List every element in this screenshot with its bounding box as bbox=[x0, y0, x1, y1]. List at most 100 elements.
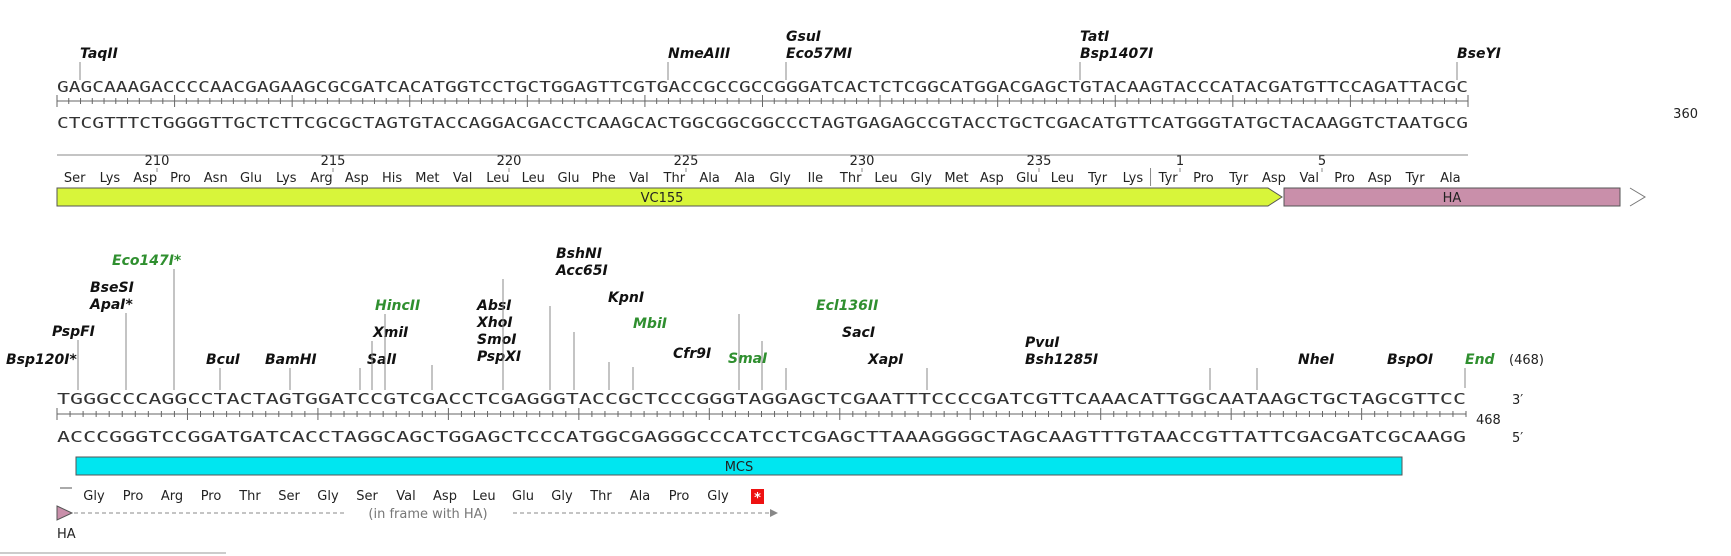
amino-acid: Thr bbox=[589, 489, 612, 504]
amino-acid: Gly bbox=[551, 489, 573, 504]
feature-mcs-label: MCS bbox=[725, 460, 754, 475]
amino-acid: Val bbox=[629, 171, 648, 186]
feature-vc155-arrow[interactable] bbox=[56, 187, 1283, 207]
amino-acid: Ser bbox=[64, 171, 86, 186]
amino-acid: Leu bbox=[874, 171, 897, 186]
enzyme-label[interactable]: BseSI bbox=[90, 280, 134, 296]
stop-codon-symbol: * bbox=[754, 491, 761, 506]
amino-acid: Pro bbox=[123, 489, 144, 504]
enzyme-label[interactable]: SacI bbox=[842, 325, 875, 341]
enzyme-label[interactable]: XapI bbox=[867, 352, 903, 368]
amino-acid: Asp bbox=[133, 171, 157, 186]
enzyme-label[interactable]: Eco147I* bbox=[112, 253, 182, 269]
amino-acid: Asp bbox=[433, 489, 457, 504]
amino-acid: Ile bbox=[808, 171, 823, 186]
enzyme-label[interactable]: NheI bbox=[1298, 352, 1334, 368]
enzyme-label[interactable]: SmoI bbox=[477, 332, 517, 348]
feature-ha-label: HA bbox=[1443, 191, 1462, 206]
aa-number: 215 bbox=[321, 154, 346, 169]
enzyme-label[interactable]: PvuI bbox=[1025, 335, 1060, 351]
enzyme-label[interactable]: NmeAIII bbox=[668, 46, 730, 62]
amino-acid: Arg bbox=[161, 489, 183, 504]
amino-acid: Lys bbox=[100, 171, 121, 186]
enzyme-label[interactable]: KpnI bbox=[608, 290, 644, 306]
amino-acid: Arg bbox=[310, 171, 332, 186]
amino-acid: Ser bbox=[356, 489, 378, 504]
enzyme-label[interactable]: TaqII bbox=[80, 46, 118, 62]
enzyme-label[interactable]: PspFI bbox=[52, 324, 95, 340]
enzyme-label[interactable]: BshNI bbox=[556, 246, 602, 262]
enzyme-label[interactable]: BseYI bbox=[1457, 46, 1501, 62]
aa-number: 220 bbox=[497, 154, 522, 169]
amino-acid: Leu bbox=[472, 489, 495, 504]
feature-vc155-label: VC155 bbox=[641, 191, 684, 206]
enzyme-label[interactable]: Eco57MI bbox=[786, 46, 852, 62]
amino-acid: Val bbox=[453, 171, 472, 186]
block2-bottom-strand: ACCCGGGTCCGGATGATCACCTAGGCAGCTGGAGCTCCCA… bbox=[57, 428, 1466, 446]
aa-number: 225 bbox=[674, 154, 699, 169]
amino-acid: Glu bbox=[512, 489, 534, 504]
amino-acid: Thr bbox=[663, 171, 686, 186]
amino-acid: Val bbox=[396, 489, 415, 504]
amino-acid: Phe bbox=[592, 171, 616, 186]
aa-number: 210 bbox=[145, 154, 170, 169]
block1-top-strand: GAGCAAAGACCCCAACGAGAAGCGCGATCACATGGTCCTG… bbox=[57, 78, 1468, 96]
amino-acid: Met bbox=[944, 171, 968, 186]
feature-mcs-bar[interactable] bbox=[75, 456, 1403, 476]
feature-ha-bar[interactable] bbox=[1283, 187, 1621, 207]
enzyme-label[interactable]: MbiI bbox=[633, 316, 667, 332]
enzyme-label[interactable]: Acc65I bbox=[555, 263, 608, 279]
enzyme-label[interactable]: SmaI bbox=[728, 351, 767, 367]
amino-acid: Leu bbox=[1051, 171, 1074, 186]
frame-note: (in frame with HA) bbox=[368, 507, 487, 522]
enzyme-label[interactable]: Bsp120I* bbox=[6, 352, 77, 368]
enzyme-label[interactable]: BcuI bbox=[206, 352, 240, 368]
amino-acid: Gly bbox=[317, 489, 339, 504]
block1-ruler bbox=[56, 95, 1469, 107]
enzyme-label[interactable]: SalI bbox=[367, 352, 397, 368]
block2-position: 468 bbox=[1476, 413, 1501, 428]
enzyme-label[interactable]: Bsp1407I bbox=[1080, 46, 1153, 62]
amino-acid: Pro bbox=[170, 171, 191, 186]
amino-acid: Ala bbox=[1440, 171, 1460, 186]
amino-acid: Tyr bbox=[1087, 171, 1108, 186]
amino-acid: Ala bbox=[630, 489, 650, 504]
frame-feature-label: HA bbox=[57, 527, 76, 542]
amino-acid: Asp bbox=[1368, 171, 1392, 186]
aa-number: 5 bbox=[1318, 154, 1326, 169]
enzyme-label[interactable]: TatI bbox=[1080, 29, 1109, 45]
enzyme-label[interactable]: XhoI bbox=[476, 315, 513, 331]
enzyme-label[interactable]: ApaI* bbox=[89, 297, 134, 313]
block1-position: 360 bbox=[1673, 107, 1698, 122]
amino-acid: Gly bbox=[707, 489, 729, 504]
ha-frame-arrow-head bbox=[56, 505, 74, 521]
enzyme-label[interactable]: PspXI bbox=[477, 349, 521, 365]
enzyme-label[interactable]: XmiI bbox=[372, 325, 408, 341]
amino-acid: Asp bbox=[980, 171, 1004, 186]
enzyme-label[interactable]: BspOI bbox=[1387, 352, 1433, 368]
amino-acid: Gly bbox=[83, 489, 105, 504]
amino-acid: Thr bbox=[839, 171, 862, 186]
amino-acid: Tyr bbox=[1405, 171, 1426, 186]
enzyme-label[interactable]: HincII bbox=[375, 298, 420, 314]
three-prime-label: 3′ bbox=[1512, 393, 1523, 408]
enzyme-label[interactable]: AbsI bbox=[476, 298, 511, 314]
block1-bottom-strand: CTCGTTTCTGGGGTTGCTCTTCGCGCTAGTGTACCAGGAC… bbox=[57, 114, 1468, 132]
amino-acid: Glu bbox=[240, 171, 262, 186]
enzyme-label[interactable]: Ecl136II bbox=[816, 298, 878, 314]
enzyme-label[interactable]: Cfr9I bbox=[673, 346, 711, 362]
aa-number: 1 bbox=[1176, 154, 1184, 169]
enzyme-label[interactable]: BamHI bbox=[265, 352, 317, 368]
amino-acid: Ala bbox=[735, 171, 755, 186]
amino-acid: Gly bbox=[911, 171, 933, 186]
enzyme-label[interactable]: GsuI bbox=[786, 29, 821, 45]
amino-acid: Pro bbox=[201, 489, 222, 504]
amino-acid: Asp bbox=[1262, 171, 1286, 186]
enzyme-label[interactable]: Bsh1285I bbox=[1025, 352, 1098, 368]
amino-acid: His bbox=[382, 171, 402, 186]
